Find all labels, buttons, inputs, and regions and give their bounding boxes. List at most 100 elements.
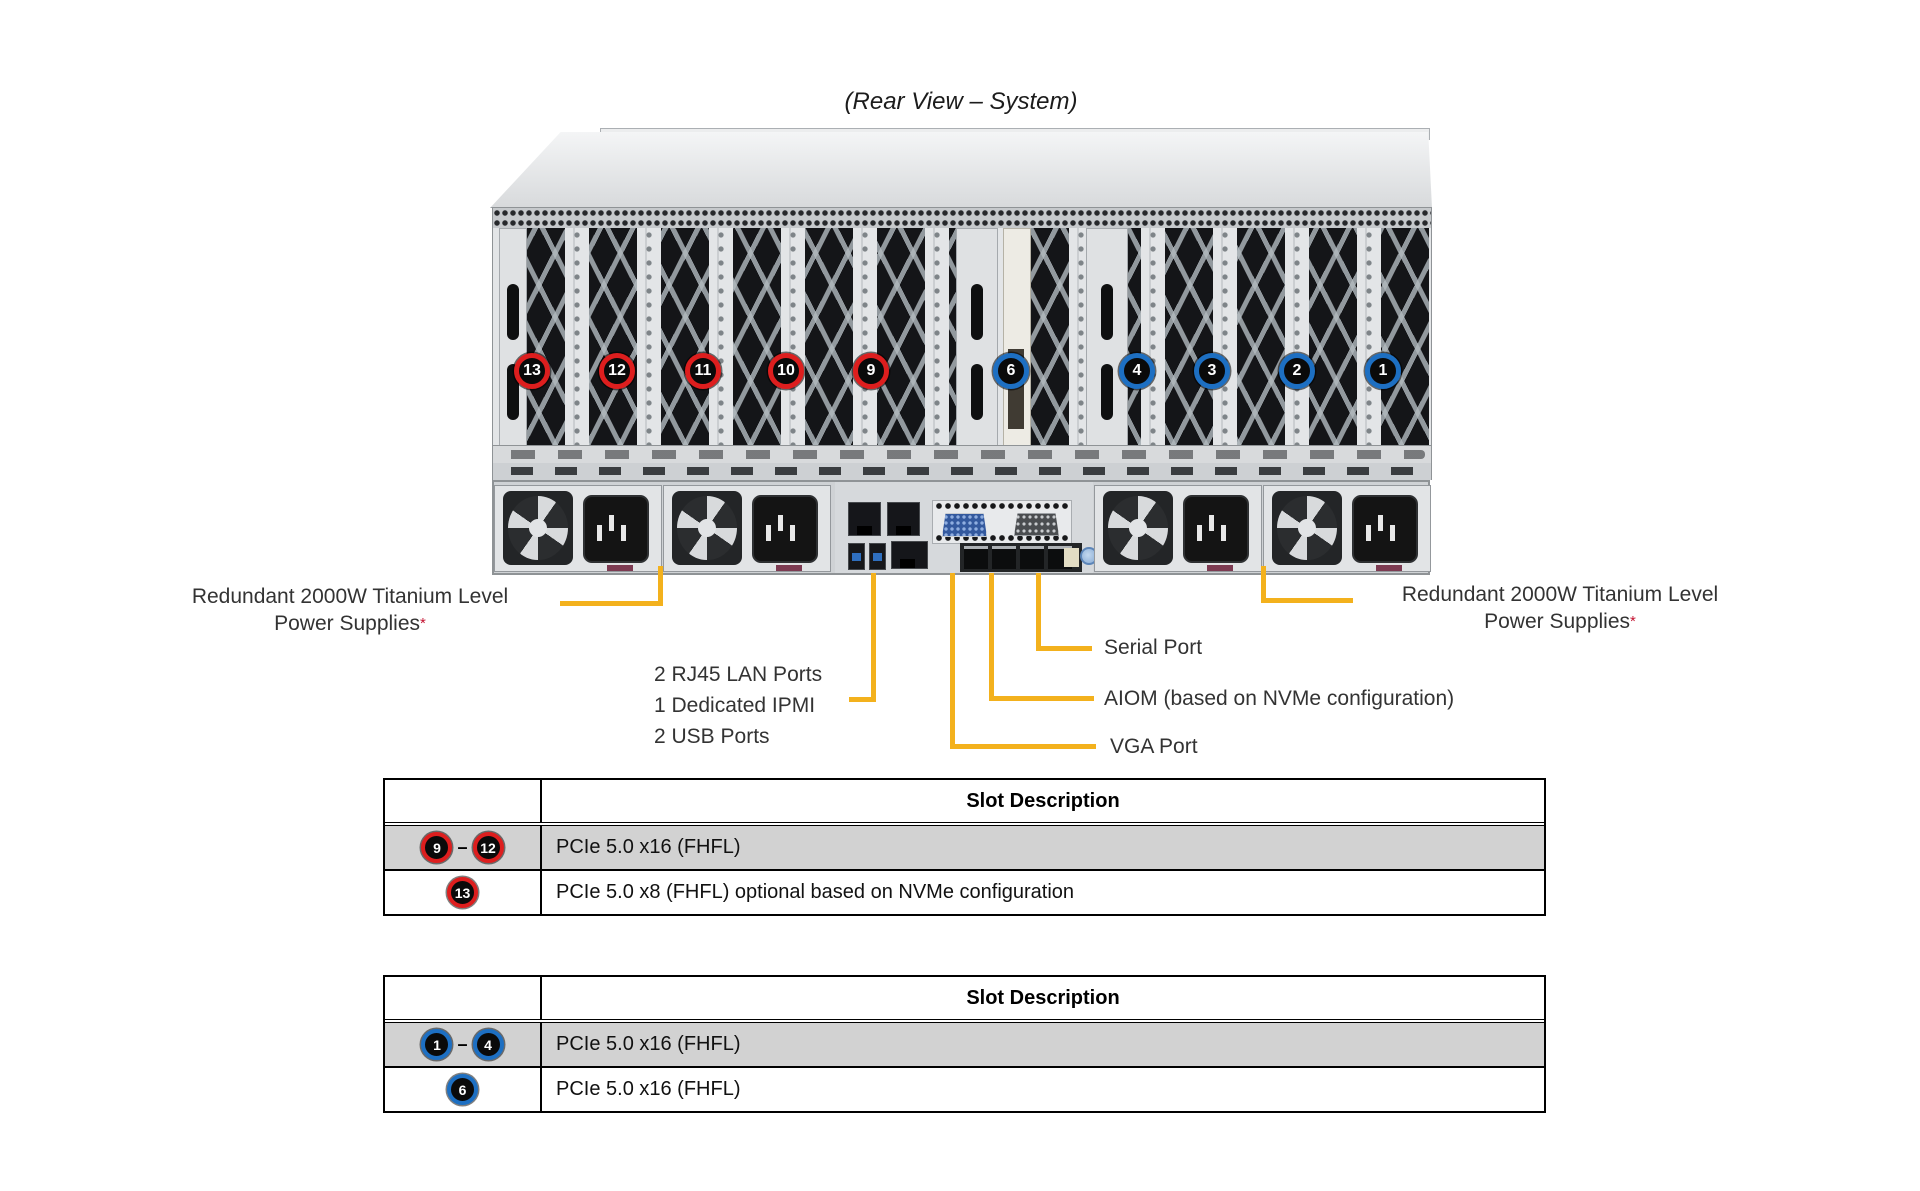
psu-fan-icon bbox=[672, 491, 742, 565]
psu-right-label-line2: Power Supplies* bbox=[1484, 610, 1636, 633]
psu-io-row bbox=[492, 480, 1431, 575]
table-header-row: Slot Description bbox=[385, 977, 1544, 1023]
callout-line-psu-left-h bbox=[560, 601, 663, 606]
server-rear-illustration bbox=[490, 128, 1432, 575]
slot-filler-panel bbox=[956, 228, 998, 447]
aiom-module bbox=[960, 543, 1082, 572]
serial-port-label: Serial Port bbox=[1104, 636, 1203, 659]
callout-line-ipmi-v bbox=[871, 573, 876, 702]
serial-port-icon bbox=[1014, 513, 1059, 536]
range-dash: – bbox=[457, 1034, 468, 1054]
callout-line-aiom-h bbox=[989, 696, 1094, 701]
psu-fan-icon bbox=[1103, 491, 1173, 565]
lan-ports-label: 2 RJ45 LAN Ports 1 Dedicated IPMI 2 USB … bbox=[654, 659, 822, 752]
slot-badge-10: 10 bbox=[768, 353, 804, 389]
psu-latch bbox=[1376, 565, 1402, 571]
psu-latch bbox=[607, 565, 633, 571]
slot-badge-12: 12 bbox=[599, 353, 635, 389]
psu-module-4 bbox=[1263, 485, 1431, 572]
figure-title: (Rear View – System) bbox=[844, 88, 1078, 115]
slot6-card bbox=[1003, 228, 1031, 447]
bracket-handle-row bbox=[492, 445, 1432, 465]
callout-line-serial-v bbox=[1036, 573, 1041, 651]
slot-badge-3: 3 bbox=[1194, 353, 1230, 389]
aiom-tab bbox=[1064, 548, 1079, 567]
table-header-slot-col bbox=[385, 780, 542, 822]
range-dash: – bbox=[457, 837, 468, 857]
callout-line-psu-right-h bbox=[1261, 598, 1353, 603]
slot-badge-6: 6 bbox=[447, 1074, 478, 1105]
psu-module-3 bbox=[1094, 485, 1262, 572]
psu-latch bbox=[1207, 565, 1233, 571]
vga-port-label: VGA Port bbox=[1110, 735, 1198, 758]
footnote-asterisk: * bbox=[1630, 613, 1636, 630]
usb-port-icon bbox=[869, 543, 886, 570]
aiom-port-icon bbox=[964, 546, 988, 569]
psu-left-label: Redundant 2000W Titanium Level Power Sup… bbox=[140, 583, 560, 637]
aiom-port-icon bbox=[1020, 546, 1044, 569]
slot-badge-9: 9 bbox=[421, 832, 453, 863]
slot-badge-6: 6 bbox=[993, 353, 1029, 389]
footnote-asterisk: * bbox=[420, 615, 426, 632]
aiom-port-icon bbox=[992, 546, 1016, 569]
chassis-vent-strip bbox=[492, 207, 1432, 230]
table-header-description: Slot Description bbox=[966, 986, 1120, 1009]
table-header-slot-col bbox=[385, 977, 542, 1019]
bracket-screw-row bbox=[492, 463, 1432, 480]
io-panel bbox=[835, 482, 1098, 573]
lan-port-icon bbox=[848, 502, 881, 536]
callout-line-aiom-v bbox=[989, 573, 994, 701]
psu-left-label-line2: Power Supplies* bbox=[274, 612, 426, 635]
callout-line-vga-h bbox=[950, 744, 1096, 749]
slot-description: PCIe 5.0 x16 (FHFL) bbox=[556, 1078, 741, 1100]
lan-label-line2: 1 Dedicated IPMI bbox=[654, 694, 816, 717]
slot-badge-4: 4 bbox=[472, 1029, 504, 1060]
chassis-top-face bbox=[490, 132, 1432, 208]
psu-power-inlet-icon bbox=[1183, 495, 1249, 563]
pcie-slot-area bbox=[492, 228, 1432, 447]
vga-port-icon bbox=[942, 513, 987, 537]
table-header-description: Slot Description bbox=[966, 789, 1120, 812]
callout-line-ipmi-h bbox=[849, 697, 876, 702]
callout-line-serial-h bbox=[1036, 646, 1092, 651]
psu-right-label: Redundant 2000W Titanium Level Power Sup… bbox=[1355, 581, 1765, 635]
slot-filler-panel bbox=[1086, 228, 1128, 447]
psu-module-1 bbox=[494, 485, 662, 572]
slot-badge-12: 12 bbox=[472, 832, 504, 863]
screw-slots bbox=[503, 467, 1421, 475]
lan-label-line3: 2 USB Ports bbox=[654, 725, 770, 748]
table-row: 6 PCIe 5.0 x16 (FHFL) bbox=[385, 1068, 1544, 1111]
slot-badge-2: 2 bbox=[1279, 353, 1315, 389]
callout-line-psu-left-v bbox=[658, 566, 663, 606]
slot-badge-9: 9 bbox=[853, 353, 889, 389]
slot-badge-4: 4 bbox=[1119, 353, 1155, 389]
slot-description: PCIe 5.0 x16 (FHFL) bbox=[556, 836, 741, 858]
callout-line-vga-v bbox=[950, 573, 955, 749]
table-row: 13 PCIe 5.0 x8 (FHFL) optional based on … bbox=[385, 871, 1544, 914]
aiom-label: AIOM (based on NVMe configuration) bbox=[1104, 687, 1455, 710]
slot-table-red: Slot Description 9 – 12 PCIe 5.0 x16 (FH… bbox=[383, 778, 1546, 916]
table-header-row: Slot Description bbox=[385, 780, 1544, 826]
psu-fan-icon bbox=[1272, 491, 1342, 565]
psu-power-inlet-icon bbox=[1352, 495, 1418, 563]
slot-badge-1: 1 bbox=[421, 1029, 453, 1060]
usb-port-icon bbox=[848, 543, 865, 570]
slot-description: PCIe 5.0 x16 (FHFL) bbox=[556, 1033, 741, 1055]
slot-badge-13: 13 bbox=[447, 877, 478, 908]
psu-left-label-line1: Redundant 2000W Titanium Level bbox=[191, 585, 509, 608]
handle-cutouts bbox=[499, 450, 1425, 459]
psu-right-label-line1: Redundant 2000W Titanium Level bbox=[1401, 583, 1719, 606]
callout-line-psu-right-v bbox=[1261, 566, 1266, 603]
psu-power-inlet-icon bbox=[752, 495, 818, 563]
lan-port-icon bbox=[887, 502, 920, 536]
psu-fan-icon bbox=[503, 491, 573, 565]
psu-latch bbox=[776, 565, 802, 571]
slot-filler-panel bbox=[499, 228, 527, 447]
ipmi-port-icon bbox=[891, 541, 928, 569]
table-row: 9 – 12 PCIe 5.0 x16 (FHFL) bbox=[385, 826, 1544, 871]
table-row: 1 – 4 PCIe 5.0 x16 (FHFL) bbox=[385, 1023, 1544, 1068]
slot-badge-1: 1 bbox=[1365, 353, 1401, 389]
slot-description: PCIe 5.0 x8 (FHFL) optional based on NVM… bbox=[556, 881, 1075, 903]
slot-badge-11: 11 bbox=[685, 353, 721, 389]
